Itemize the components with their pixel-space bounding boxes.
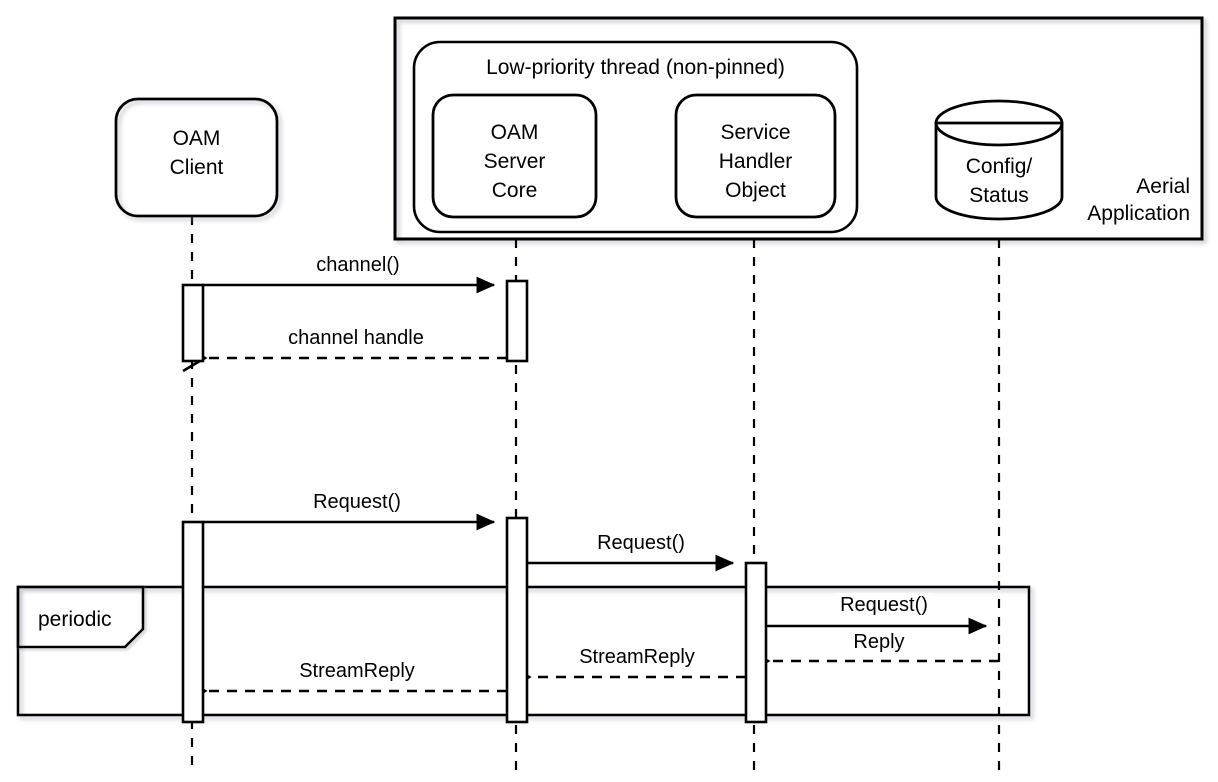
activation-bar (505, 516, 529, 724)
config-status-cylinder-body[interactable] (934, 121, 1064, 221)
message-label-backing (575, 645, 699, 669)
aerial-application-label-line2: Application (1087, 202, 1190, 225)
participant-service-handler-object[interactable]: Service Handler Object (674, 93, 837, 219)
service-handler-label-line2: Handler (719, 150, 793, 173)
message-label: Reply (853, 631, 904, 653)
oam-client-box[interactable] (114, 97, 279, 218)
oam-server-core-label-line3: Core (492, 179, 538, 202)
oam-client-label-line1: OAM (173, 127, 221, 150)
service-handler-label-line1: Service (720, 121, 790, 144)
oam-client-label-line2: Client (170, 156, 224, 179)
fragment-periodic-label: periodic (38, 608, 112, 631)
msg-request-client-server: Request() (203, 490, 496, 531)
participant-oam-server-core[interactable]: OAM Server Core (431, 93, 598, 219)
activation-bar (505, 279, 529, 363)
low-priority-thread-label: Low-priority thread (non-pinned) (486, 56, 785, 79)
service-handler-label-line3: Object (725, 179, 786, 202)
container-aerial-application: Aerial Application (393, 16, 1204, 241)
oam-server-core-box[interactable] (431, 93, 598, 219)
message-label: StreamReply (299, 660, 415, 682)
msg-streamreply-handler-server: StreamReply (506, 645, 746, 692)
message-label-backing (295, 659, 419, 683)
low-priority-thread-border (412, 40, 859, 234)
message-label-backing (593, 531, 689, 555)
message-label-backing (836, 593, 932, 617)
database-icon (934, 99, 1064, 147)
msg-request-handler-config: Request() (766, 593, 988, 635)
aerial-application-label-line1: Aerial (1136, 175, 1190, 198)
oam-server-core-label-line2: Server (484, 150, 546, 173)
message-label: Request() (313, 491, 401, 513)
message-label: StreamReply (579, 646, 695, 668)
participant-config-status[interactable]: Config/ Status (934, 99, 1064, 221)
aerial-application-border (393, 16, 1204, 241)
message-label: Request() (597, 532, 685, 554)
message-label-backing (284, 326, 428, 350)
service-handler-object-box[interactable] (674, 93, 837, 219)
config-status-label-line2: Status (969, 184, 1029, 207)
msg-reply-config-handler: Reply (745, 630, 999, 676)
message-label-backing (849, 630, 909, 654)
activation-bars-group (181, 279, 768, 724)
msg-streamreply-server-client: StreamReply (182, 659, 507, 706)
msg-request-server-handler: Request() (527, 531, 735, 572)
container-low-priority-thread: Low-priority thread (non-pinned) (412, 40, 859, 234)
oam-server-core-label-line1: OAM (491, 121, 539, 144)
msg-channel-handle: channel handle (182, 326, 507, 373)
message-label-backing (312, 253, 404, 277)
activation-bar (744, 561, 768, 724)
message-label: Request() (840, 594, 928, 616)
msg-channel: channel() (203, 253, 496, 294)
fragment-periodic-tab (16, 585, 145, 649)
message-label: channel handle (288, 327, 424, 349)
config-status-label-line1: Config/ (966, 155, 1033, 178)
activation-bar (181, 520, 205, 724)
activation-bar (181, 283, 205, 363)
participant-oam-client[interactable]: OAM Client (114, 97, 279, 218)
message-label: channel() (316, 254, 399, 276)
message-label-backing (309, 490, 405, 514)
